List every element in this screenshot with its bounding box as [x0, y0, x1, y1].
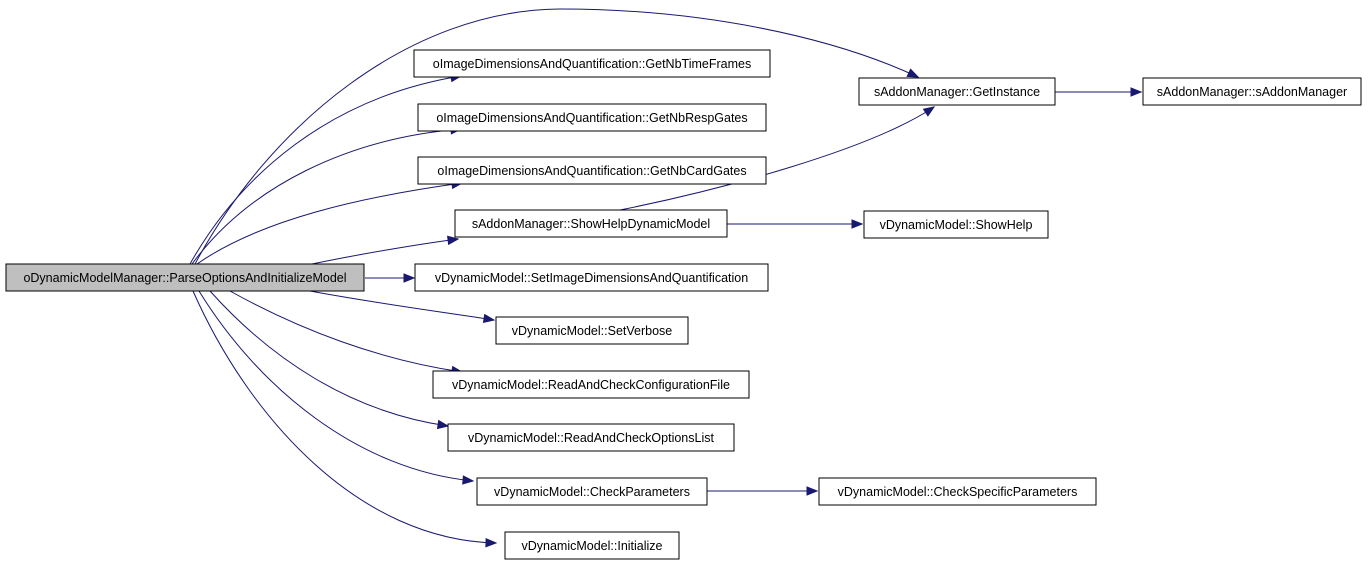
node-label: vDynamicModel::CheckParameters [494, 485, 690, 499]
edge-root-to-getNbCardGates [196, 179, 464, 265]
node-box [495, 316, 689, 345]
node-setVerbose[interactable]: vDynamicModel::SetVerbose [495, 316, 689, 345]
node-label: vDynamicModel::ReadAndCheckConfiguration… [452, 378, 730, 392]
edge-root-to-setVerbose [309, 290, 496, 324]
node-label: vDynamicModel::Initialize [521, 539, 662, 553]
node-checkSpecific[interactable]: vDynamicModel::CheckSpecificParameters [818, 477, 1097, 506]
node-getNbRespGates[interactable]: oImageDimensionsAndQuantification::GetNb… [417, 103, 767, 132]
edge-line [209, 290, 449, 427]
arrowhead-icon [447, 235, 460, 246]
node-readConfig[interactable]: vDynamicModel::ReadAndCheckConfiguration… [432, 370, 750, 399]
node-box [417, 156, 767, 185]
node-label: oImageDimensionsAndQuantification::GetNb… [437, 164, 746, 178]
node-label: vDynamicModel::ReadAndCheckOptionsList [468, 431, 714, 445]
edge-line [191, 128, 462, 265]
edge-line [309, 290, 495, 321]
node-label: vDynamicModel::CheckSpecificParameters [838, 485, 1078, 499]
node-showHelpDynamicModel[interactable]: sAddonManager::ShowHelpDynamicModel [454, 209, 728, 238]
node-addonCtor[interactable]: sAddonManager::sAddonManager [1142, 77, 1362, 106]
arrowhead-icon [403, 273, 416, 283]
node-getNbCardGates[interactable]: oImageDimensionsAndQuantification::GetNb… [417, 156, 767, 185]
edge-root-to-readOptions [209, 290, 450, 430]
node-box [414, 263, 769, 292]
edge-showHelpDynamicModel-to-getInstance [619, 106, 936, 211]
edge-checkParameters-to-checkSpecific [706, 486, 819, 496]
edge-line [311, 238, 459, 265]
edge-root-to-showHelpDynamicModel [311, 235, 460, 265]
node-label: vDynamicModel::ShowHelp [880, 218, 1033, 232]
node-setImageDims[interactable]: vDynamicModel::SetImageDimensionsAndQuan… [414, 263, 769, 292]
arrowhead-icon [485, 538, 498, 548]
edge-line [619, 106, 935, 211]
node-label: vDynamicModel::SetImageDimensionsAndQuan… [435, 271, 748, 285]
node-label: sAddonManager::GetInstance [874, 85, 1040, 99]
node-box [413, 49, 771, 78]
arrowhead-icon [462, 475, 475, 485]
edge-line [229, 290, 463, 373]
node-getInstance[interactable]: sAddonManager::GetInstance [858, 77, 1056, 106]
arrowhead-icon [482, 313, 496, 324]
node-label: vDynamicModel::SetVerbose [512, 324, 673, 338]
edge-root-to-setImageDims [365, 273, 416, 283]
arrowhead-icon [922, 106, 936, 117]
node-box [863, 210, 1049, 239]
node-getNbTimeFrames[interactable]: oImageDimensionsAndQuantification::GetNb… [413, 49, 771, 78]
arrowhead-icon [806, 486, 819, 496]
edge-line [198, 290, 474, 482]
node-label: oImageDimensionsAndQuantification::GetNb… [436, 111, 747, 125]
node-box [504, 531, 680, 560]
node-box [417, 103, 767, 132]
arrowhead-icon [851, 219, 864, 229]
node-checkParameters[interactable]: vDynamicModel::CheckParameters [476, 477, 708, 506]
node-box [447, 423, 735, 452]
node-readOptions[interactable]: vDynamicModel::ReadAndCheckOptionsList [447, 423, 735, 452]
edge-line [194, 8, 919, 265]
arrowhead-icon [906, 68, 920, 78]
node-box [476, 477, 708, 506]
node-box [432, 370, 750, 399]
arrowhead-icon [436, 419, 450, 430]
node-box [818, 477, 1097, 506]
edge-root-to-initialize [192, 290, 498, 548]
edge-getInstance-to-addonCtor [1055, 87, 1143, 97]
nodes-layer: oDynamicModelManager::ParseOptionsAndIni… [5, 49, 1362, 560]
node-root[interactable]: oDynamicModelManager::ParseOptionsAndIni… [5, 263, 365, 292]
node-box [5, 263, 365, 292]
node-label: sAddonManager::sAddonManager [1157, 85, 1347, 99]
edge-root-to-getInstance [194, 8, 920, 265]
edge-line [189, 75, 462, 265]
edge-showHelpDynamicModel-to-showHelp [727, 219, 864, 229]
node-initialize[interactable]: vDynamicModel::Initialize [504, 531, 680, 560]
node-label: sAddonManager::ShowHelpDynamicModel [472, 217, 710, 231]
node-label: oDynamicModelManager::ParseOptionsAndIni… [23, 271, 346, 285]
node-box [454, 209, 728, 238]
node-label: oImageDimensionsAndQuantification::GetNb… [433, 57, 751, 71]
node-box [1142, 77, 1362, 106]
edge-root-to-readConfig [229, 290, 464, 376]
node-showHelp[interactable]: vDynamicModel::ShowHelp [863, 210, 1049, 239]
node-box [858, 77, 1056, 106]
edge-line [196, 182, 463, 265]
arrowhead-icon [1130, 87, 1143, 97]
edge-root-to-checkParameters [198, 290, 475, 485]
edge-line [192, 290, 497, 544]
